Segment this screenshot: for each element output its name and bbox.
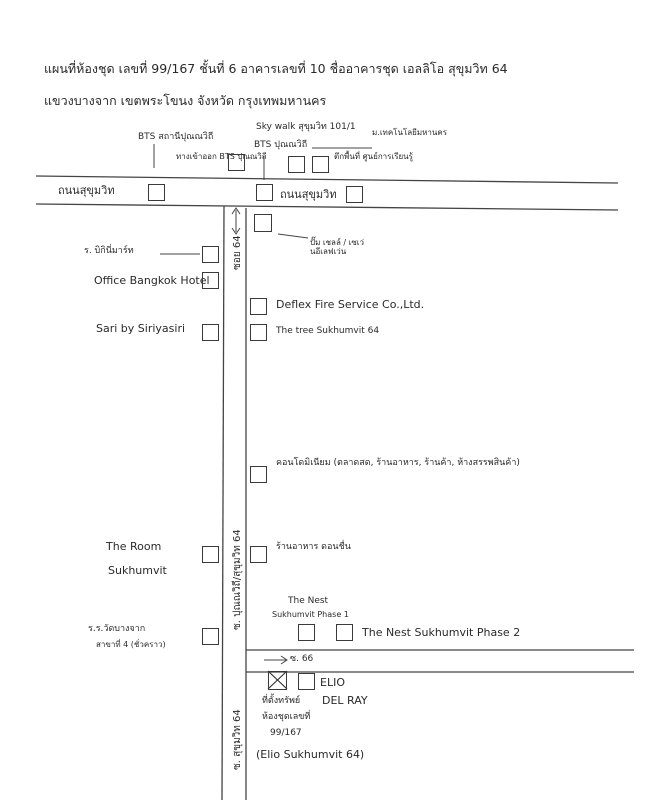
marker-bts-exit: [228, 154, 245, 171]
road-label-sukhumvit-right: ถนนสุขุมวิท: [280, 188, 337, 201]
marker-skywalk: [288, 156, 305, 173]
marker-gas-station: [254, 214, 272, 232]
marker-hospital: [202, 246, 219, 263]
road-label-soi-66: ซ. 66: [290, 654, 314, 664]
label-gas-station: ปั๊ม เชลล์ / เซเว่นอีเลฟเว่น: [310, 238, 365, 256]
label-nest-1-line-1: The Nest: [288, 596, 329, 606]
label-target-4: (Elio Sukhumvit 64): [256, 748, 365, 761]
label-target-1: ที่ตั้งทรัพย์: [262, 696, 301, 706]
marker-sukhumvit-right: [346, 186, 363, 203]
marker-restaurant: [250, 546, 267, 563]
label-hospital: ร. บิกินี่มาร์ท: [84, 246, 134, 256]
label-school-2: สาขาที่ 4 (ชั่วคราว): [96, 640, 166, 649]
label-the-room-1: The Room: [106, 540, 162, 553]
marker-skywalk-base: [256, 184, 273, 201]
label-office-bangkok: Office Bangkok Hotel: [94, 274, 210, 287]
marker-top-right: [312, 156, 329, 173]
road-label-soi-lower: ซ. ปุณณวิถี/สุขุมวิท 64: [232, 529, 243, 630]
marker-school: [202, 628, 219, 645]
label-restaurant: ร้านอาหาร ดอนชื่น: [276, 542, 351, 552]
label-bts-udomsuk: BTS ปุณณวิถี: [254, 140, 308, 150]
marker-bts-station: [148, 184, 165, 201]
label-target-2: ห้องชุดเลขที่: [262, 712, 311, 722]
label-sari: Sari by Siriyasiri: [96, 322, 186, 335]
marker-the-room: [202, 546, 219, 563]
label-elio-1: ELIO: [320, 676, 345, 689]
label-the-room-2: Sukhumvit: [108, 564, 167, 577]
label-school-1: ร.ร.วัดบางจาก: [88, 624, 146, 634]
marker-sari: [202, 324, 219, 341]
label-skywalk: Sky walk สุขุมวิท 101/1: [256, 122, 356, 132]
label-bts-sub: ทางเข้าออก BTS ปุณณวิถี: [176, 152, 267, 161]
label-deflex: Deflex Fire Service Co.,Ltd.: [276, 298, 425, 311]
marker-target-property: [268, 671, 287, 690]
road-label-soi-lower-left: ซ. สุขุมวิท 64: [232, 709, 243, 770]
label-target-3: 99/167: [270, 728, 302, 738]
marker-nest-phase-2: [336, 624, 353, 641]
marker-office-bangkok: [202, 272, 219, 289]
label-nest-1-line-2: Sukhumvit Phase 1: [272, 610, 349, 619]
marker-deflex: [250, 298, 267, 315]
label-nest-phase-2: The Nest Sukhumvit Phase 2: [362, 626, 521, 639]
label-bts-punnawithi: BTS สถานีปุณณวิถี: [138, 132, 214, 142]
marker-tree: [250, 324, 267, 341]
label-tree: The tree Sukhumvit 64: [276, 326, 380, 336]
label-top-right-2: ตึกพื้นที่ ศูนย์การเรียนรู้: [334, 152, 413, 161]
label-elio-2: DEL RAY: [322, 694, 368, 707]
map-title-line-2: แขวงบางจาก เขตพระโขนง จังหวัด กรุงเทพมหา…: [44, 93, 327, 108]
road-label-soi-64: ซอย 64: [232, 235, 243, 270]
map-title-line-1: แผนที่ห้องชุด เลขที่ 99/167 ชั้นที่ 6 อา…: [44, 61, 508, 76]
label-condo-strip: คอนโดมิเนียม (ตลาดสด, ร้านอาหาร, ร้านค้า…: [276, 458, 520, 468]
marker-nest-phase-1: [298, 624, 315, 641]
label-top-right-1: ม.เทคโนโลยีมหานคร: [372, 128, 447, 137]
marker-condo-strip: [250, 466, 267, 483]
road-label-sukhumvit-left: ถนนสุขุมวิท: [58, 184, 115, 197]
marker-elio: [298, 673, 315, 690]
